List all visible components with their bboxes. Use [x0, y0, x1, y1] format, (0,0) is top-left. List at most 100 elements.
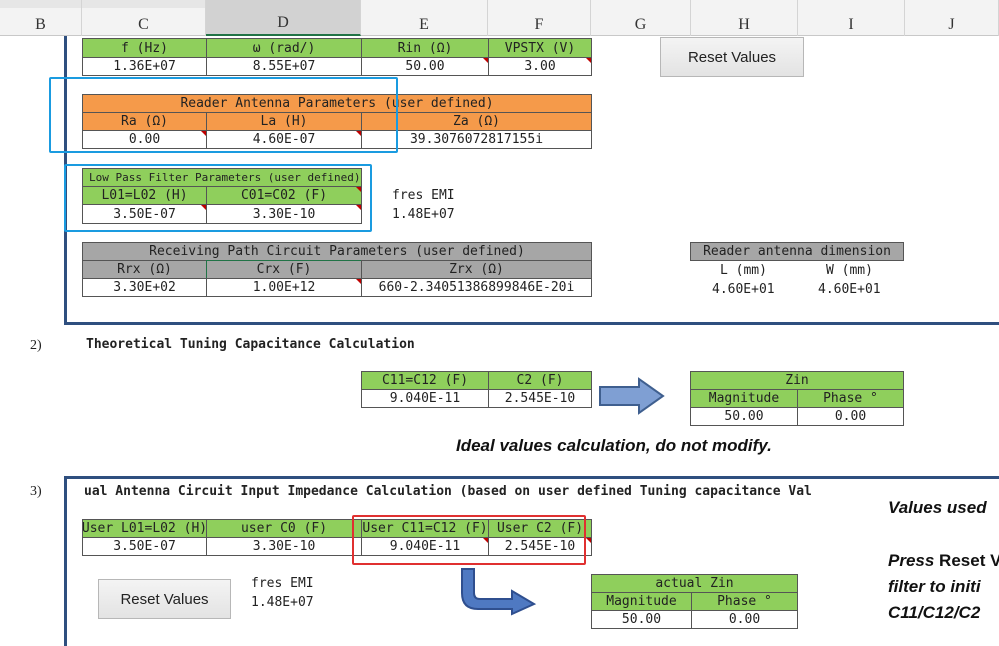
value-actual-zin-magnitude[interactable]: 50.00 [591, 610, 692, 629]
fres-emi-value: 1.48E+07 [392, 207, 455, 222]
value-user-c2-text: 2.545E-10 [504, 539, 576, 554]
value-c2[interactable]: 2.545E-10 [488, 389, 592, 408]
comment-marker [201, 131, 206, 136]
column-header-b[interactable]: B [0, 0, 82, 36]
highlight-box-reader [49, 77, 398, 153]
header-length: L (mm) [720, 263, 767, 278]
value-crx-text: 1.00E+12 [252, 280, 316, 295]
comment-marker [483, 538, 488, 543]
header-rrx: Rrx (Ω) [82, 260, 207, 279]
value-zrx[interactable]: 660-2.34051386899846E-20i [361, 278, 592, 297]
comment-marker [201, 205, 206, 210]
value-user-c2[interactable]: 2.545E-10 [488, 537, 592, 556]
sheet-tab-strip [0, 0, 260, 8]
column-header-c[interactable]: C [82, 0, 206, 36]
value-l01-text: 3.50E-07 [113, 206, 176, 222]
value-user-l01[interactable]: 3.50E-07 [82, 537, 207, 556]
header-width: W (mm) [826, 263, 873, 278]
header-crx: Crx (F) [206, 260, 362, 279]
header-zrx: Zrx (Ω) [361, 260, 592, 279]
column-header-e[interactable]: E [361, 0, 488, 36]
side-note-filter: filter to initi [888, 577, 981, 596]
value-c01-text: 3.30E-10 [252, 206, 316, 222]
comment-marker [586, 58, 591, 63]
receiving-path-title: Receiving Path Circuit Parameters (user … [82, 242, 592, 261]
value-crx[interactable]: 1.00E+12 [206, 278, 362, 297]
value-c11[interactable]: 9.040E-11 [361, 389, 489, 408]
comment-marker [356, 131, 361, 136]
reset-values-button[interactable]: Reset Values [660, 37, 804, 77]
header-vpstx: VPSTX (V) [488, 38, 592, 58]
header-user-c0: user C0 (F) [206, 519, 362, 538]
value-user-c11[interactable]: 9.040E-11 [361, 537, 489, 556]
fres-emi-value-bottom: 1.48E+07 [251, 595, 314, 610]
value-omega[interactable]: 8.55E+07 [206, 57, 362, 76]
section3-number: 3) [30, 484, 42, 499]
section2-title: Theoretical Tuning Capacitance Calculati… [86, 337, 415, 352]
header-frequency: f (Hz) [82, 38, 207, 58]
fres-emi-label: fres EMI [392, 188, 455, 203]
comment-marker [586, 538, 591, 543]
value-ra-text: 0.00 [128, 132, 161, 147]
comment-marker [356, 187, 361, 192]
value-vpstx[interactable]: 3.00 [488, 57, 592, 76]
value-user-c11-text: 9.040E-11 [389, 539, 461, 554]
value-la-text: 4.60E-07 [252, 132, 316, 147]
side-note-values-used: Values used [888, 498, 987, 517]
header-zin-magnitude: Magnitude [690, 389, 798, 408]
value-zin-phase[interactable]: 0.00 [797, 407, 904, 426]
value-length[interactable]: 4.60E+01 [712, 282, 775, 297]
column-header-g[interactable]: G [591, 0, 691, 36]
value-user-c0[interactable]: 3.30E-10 [206, 537, 362, 556]
section3-frame [64, 476, 999, 646]
value-vpstx-text: 3.00 [524, 59, 556, 74]
ideal-values-note: Ideal values calculation, do not modify. [456, 436, 772, 455]
zin-title: Zin [690, 371, 904, 390]
header-actual-zin-magnitude: Magnitude [591, 592, 692, 611]
comment-marker [356, 279, 361, 284]
section3-title: ual Antenna Circuit Input Impedance Calc… [84, 484, 812, 499]
comment-marker [356, 205, 361, 210]
header-user-c2: User C2 (F) [488, 519, 592, 538]
column-header-j[interactable]: J [905, 0, 999, 36]
value-c01[interactable]: 3.30E-10 [206, 204, 362, 224]
header-c01-text: C01=C02 (F) [240, 188, 328, 203]
header-c2: C2 (F) [488, 371, 592, 390]
value-l01[interactable]: 3.50E-07 [82, 204, 207, 224]
value-za[interactable]: 39.3076072817155i [361, 130, 592, 149]
side-note-press-prefix: Press [888, 551, 940, 570]
column-header-h[interactable]: H [691, 0, 798, 36]
fres-emi-label-bottom: fres EMI [251, 576, 314, 591]
header-c01: C01=C02 (F) [206, 186, 362, 205]
reader-antenna-title: Reader Antenna Parameters (user defined) [82, 94, 592, 113]
side-note-caps: C11/C12/C2 [888, 603, 981, 622]
column-header-f[interactable]: F [488, 0, 591, 36]
column-header-d[interactable]: D [206, 0, 361, 36]
header-rin: Rin (Ω) [361, 38, 489, 58]
highlight-box-filter [64, 164, 372, 232]
header-user-l01: User L01=L02 (H) [82, 519, 207, 538]
antenna-dimension-title: Reader antenna dimension [690, 242, 904, 261]
side-note-reset-text: Reset V [939, 551, 999, 570]
bent-arrow-icon [461, 568, 537, 616]
low-pass-filter-title: Low Pass Filter Parameters (user defined… [82, 168, 362, 187]
highlight-box-user-caps [352, 515, 586, 565]
value-actual-zin-phase[interactable]: 0.00 [691, 610, 798, 629]
value-rrx[interactable]: 3.30E+02 [82, 278, 207, 297]
header-ra: Ra (Ω) [82, 112, 207, 131]
section2-number: 2) [30, 338, 42, 353]
value-frequency[interactable]: 1.36E+07 [82, 57, 207, 76]
reset-values-button-bottom[interactable]: Reset Values [98, 579, 231, 619]
header-zin-phase: Phase ° [797, 389, 904, 408]
header-user-c11: User C11=C12 (F) [361, 519, 489, 538]
actual-zin-title: actual Zin [591, 574, 798, 593]
value-zin-magnitude[interactable]: 50.00 [690, 407, 798, 426]
value-ra[interactable]: 0.00 [82, 130, 207, 149]
side-note-press-reset: Press Reset V [888, 551, 999, 571]
value-rin-text: 50.00 [405, 59, 445, 74]
arrow-right-icon [599, 377, 665, 415]
value-width[interactable]: 4.60E+01 [818, 282, 881, 297]
column-header-i[interactable]: I [798, 0, 905, 36]
value-rin[interactable]: 50.00 [361, 57, 489, 76]
header-omega: ω (rad/) [206, 38, 362, 58]
